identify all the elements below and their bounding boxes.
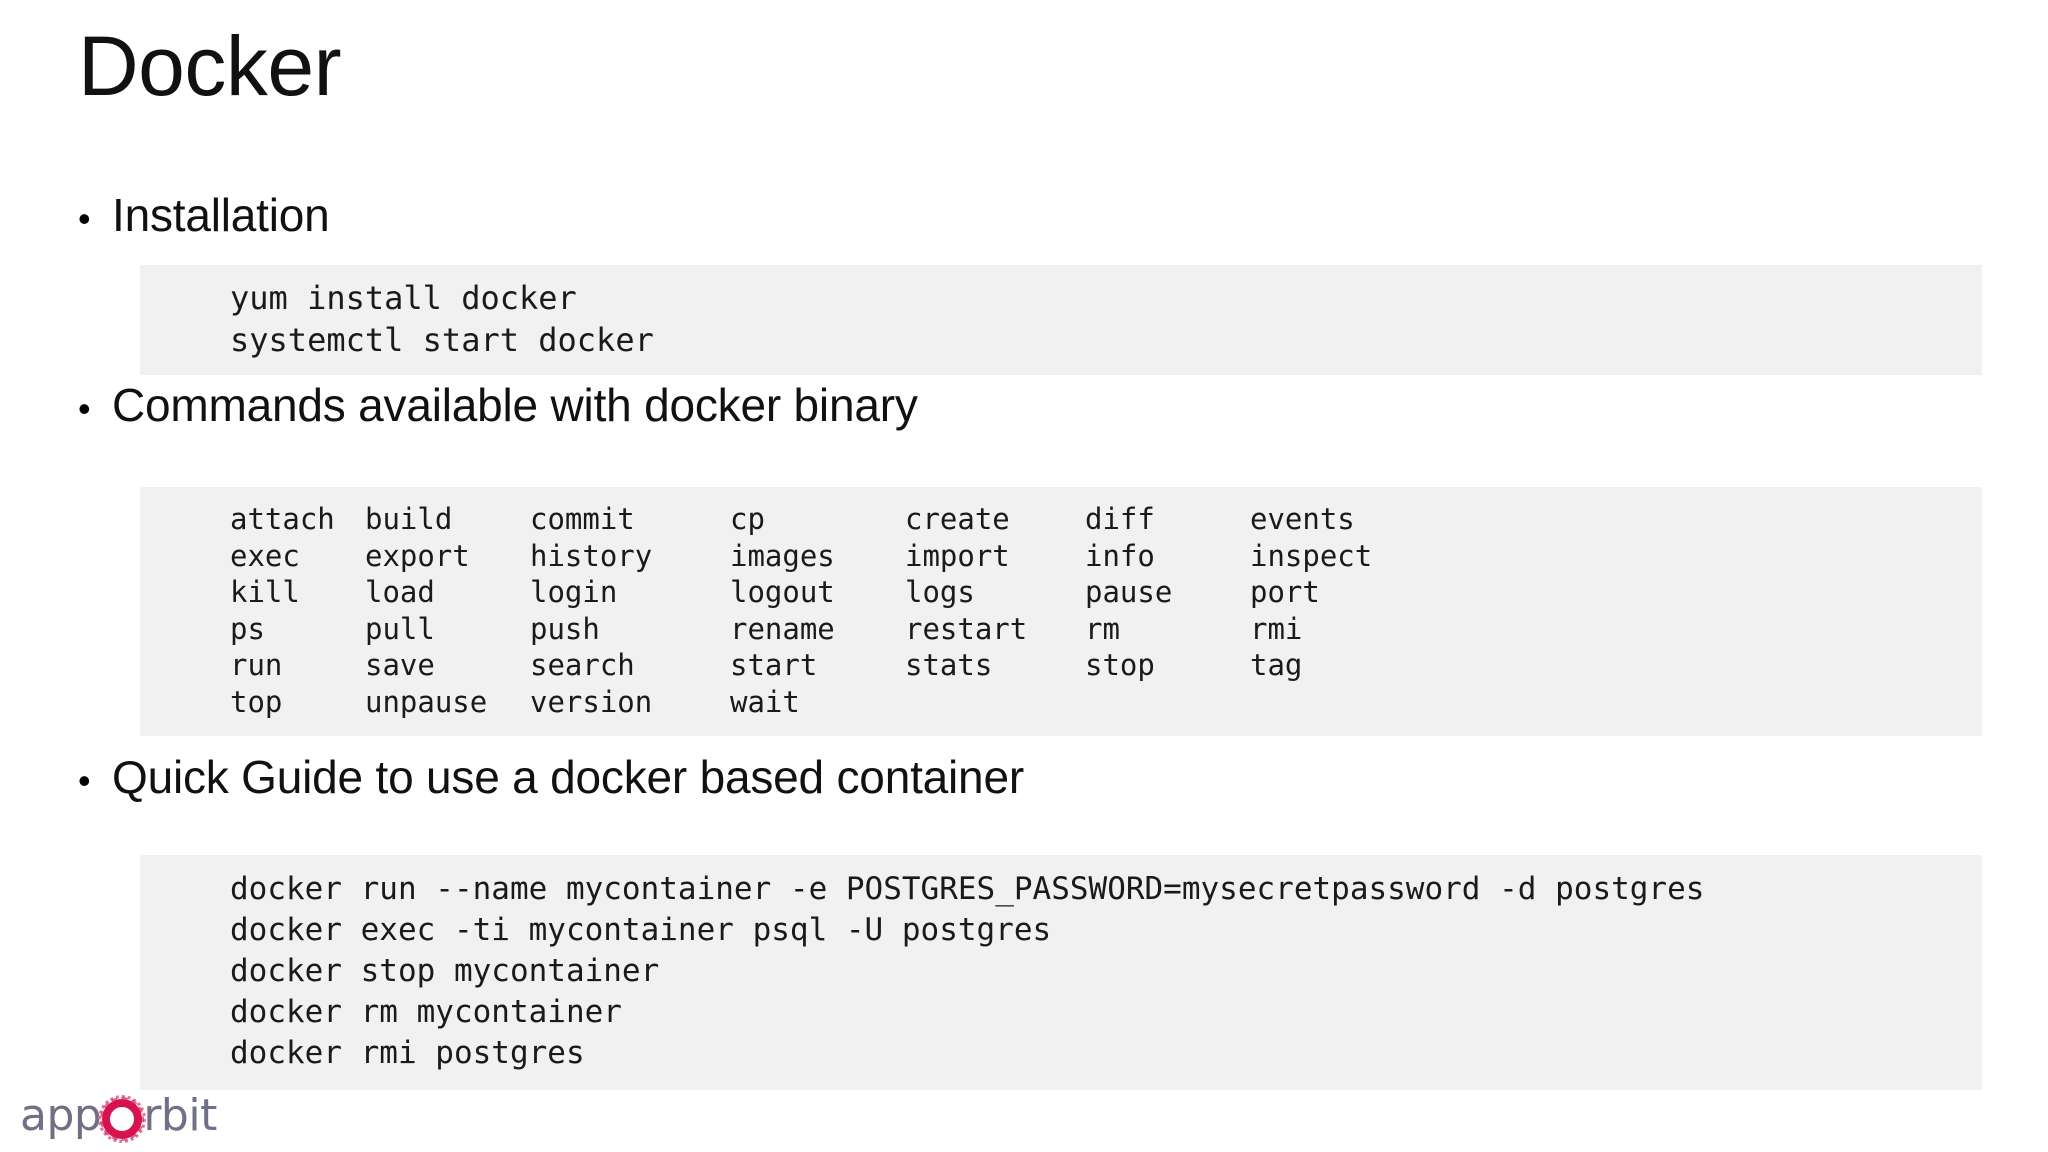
command-cell: start [730,648,818,682]
command-cell: create [905,502,1010,536]
bullet-marker-icon: • [78,388,91,429]
command-cell: export [365,538,470,573]
code-block-quick-guide: docker run --name mycontainer -e POSTGRE… [140,855,1982,1090]
command-cell: ps [230,611,265,646]
command-cell: top [230,684,283,719]
command-cell: info [1085,538,1155,573]
code-line: systemctl start docker [230,321,654,359]
command-grid: attach build commit cp create diff event… [230,501,1982,720]
command-cell: run [230,648,283,682]
logo-text-suffix: rbit [143,1090,217,1141]
command-cell: attach [230,502,335,536]
command-cell: stats [905,648,993,682]
bullet-item-installation: • Installation [78,190,330,241]
code-line: yum install docker [230,279,577,317]
command-cell: inspect [1250,538,1373,573]
bullet-label: Installation [112,189,330,241]
command-cell: stop [1085,648,1155,682]
logo-text-prefix: app [20,1090,102,1141]
command-cell: unpause [365,684,488,719]
command-cell: logout [730,575,835,609]
command-cell: import [905,538,1010,573]
command-cell: images [730,538,835,573]
command-cell: events [1250,502,1355,536]
bullet-marker-icon: • [78,760,91,801]
command-cell: save [365,648,435,682]
bullet-label: Quick Guide to use a docker based contai… [112,751,1024,803]
code-line: docker stop mycontainer [230,953,660,989]
command-cell: logs [905,575,975,609]
command-cell: diff [1085,502,1155,536]
command-cell: kill [230,575,300,609]
orbit-ring-outer [102,1099,143,1139]
command-cell: port [1250,575,1320,609]
bullet-item-commands: • Commands available with docker binary [78,380,918,431]
command-cell: rm [1085,611,1120,646]
bullet-label: Commands available with docker binary [112,379,918,431]
code-line: docker run --name mycontainer -e POSTGRE… [230,871,1705,907]
command-cell [1085,684,1250,721]
command-cell: search [530,648,635,682]
command-cell: login [530,575,618,609]
code-block-installation: yum install docker systemctl start docke… [140,265,1982,375]
command-cell: rmi [1250,611,1303,646]
apporbit-logo: app rbit [20,1090,217,1143]
bullet-item-quick-guide: • Quick Guide to use a docker based cont… [78,752,1024,803]
code-line: docker rmi postgres [230,1035,585,1071]
command-cell [905,684,1085,721]
code-line: docker rm mycontainer [230,994,622,1030]
command-cell: build [365,502,453,536]
command-cell: history [530,538,653,573]
command-cell: push [530,611,600,646]
command-cell: exec [230,538,300,573]
command-cell: pull [365,611,435,646]
code-block-command-list: attach build commit cp create diff event… [140,487,1982,736]
command-cell: cp [730,502,765,536]
page-title: Docker [78,19,342,113]
code-line: docker exec -ti mycontainer psql -U post… [230,912,1052,948]
orbit-ring-spark [100,1097,145,1141]
orbit-ring-icon [98,1095,147,1143]
command-cell: rename [730,611,835,646]
command-cell: version [530,684,653,719]
command-cell [1250,684,1410,721]
orbit-ring-glow [98,1095,147,1143]
command-cell: restart [905,611,1028,646]
command-cell: load [365,575,435,609]
command-cell: pause [1085,575,1173,609]
command-cell: commit [530,502,635,536]
bullet-marker-icon: • [78,198,91,239]
command-cell: wait [730,684,800,719]
command-cell: tag [1250,648,1303,682]
